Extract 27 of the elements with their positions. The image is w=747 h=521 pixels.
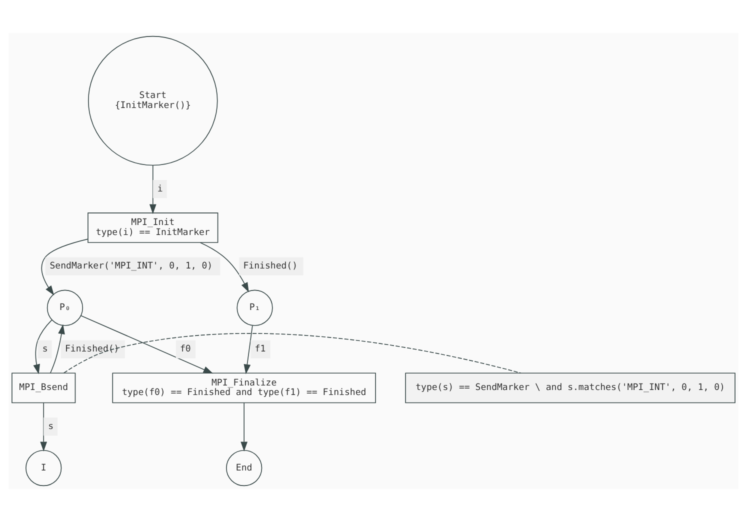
- node-box: MPI_Bsend: [12, 372, 76, 403]
- node-box: type(s) == SendMarker \ and s.matches('MPI_INT', 0, 1, 0): [405, 372, 736, 403]
- node-circle: Start {InitMarker()}: [88, 35, 218, 166]
- edge-label: f1: [254, 344, 266, 354]
- node-circle: P₁: [236, 289, 273, 326]
- edge-label: f0: [180, 344, 191, 354]
- edge-label: i: [157, 184, 163, 194]
- node-circle: I: [26, 449, 62, 486]
- arrow: [244, 324, 253, 374]
- edge-label: s: [42, 344, 48, 354]
- arrow: [40, 402, 48, 452]
- edge-label: Finished(): [64, 344, 120, 354]
- node-box: MPI_Finalize type(f0) == Finished and type(f1) == Finished: [112, 372, 376, 403]
- arrow: [200, 242, 249, 292]
- node-box: MPI_Init type(i) == InitMarker: [88, 212, 218, 242]
- arrow: [50, 324, 65, 373]
- edge-label: Finished(): [243, 261, 298, 272]
- arrow: [240, 402, 248, 452]
- arrow: [149, 164, 156, 214]
- connector: [63, 332, 522, 374]
- arrow: [80, 314, 214, 374]
- arrow: [33, 319, 52, 374]
- node-circle: End: [226, 449, 262, 486]
- edge-label: s: [48, 421, 54, 432]
- arrow: [41, 238, 88, 295]
- node-circle: P₀: [46, 289, 84, 326]
- edge-label: SendMarker('MPI_INT', 0, 1, 0): [50, 261, 213, 272]
